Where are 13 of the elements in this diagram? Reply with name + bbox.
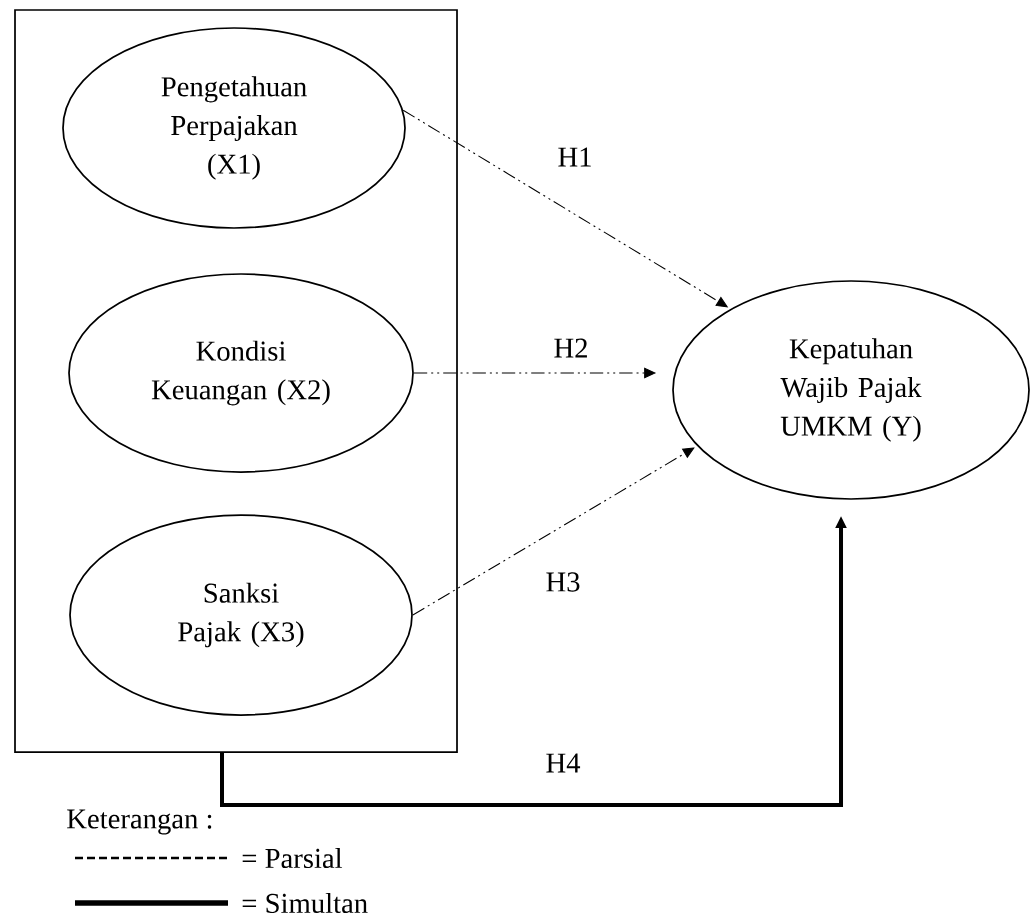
ellipse-node: Kondisi Keuangan (X2) (68, 273, 414, 473)
ellipse-node: Kepatuhan Wajib Pajak UMKM (Y) (672, 280, 1030, 500)
legend-text: = Parsial (242, 847, 343, 869)
edge-label: H1 (556, 146, 594, 168)
arrow (412, 447, 695, 616)
edge-label: H3 (544, 571, 582, 593)
ellipse-node: Pengetahuan Perpajakan (X1) (62, 27, 406, 229)
edge-label: H4 (544, 752, 582, 774)
group-box (14, 9, 458, 753)
legend-text: = Simultan (242, 892, 368, 914)
legend-heading: Keterangan : (67, 809, 212, 835)
edge-label: H2 (552, 337, 590, 359)
ellipse-node: Sanksi Pajak (X3) (69, 514, 413, 716)
